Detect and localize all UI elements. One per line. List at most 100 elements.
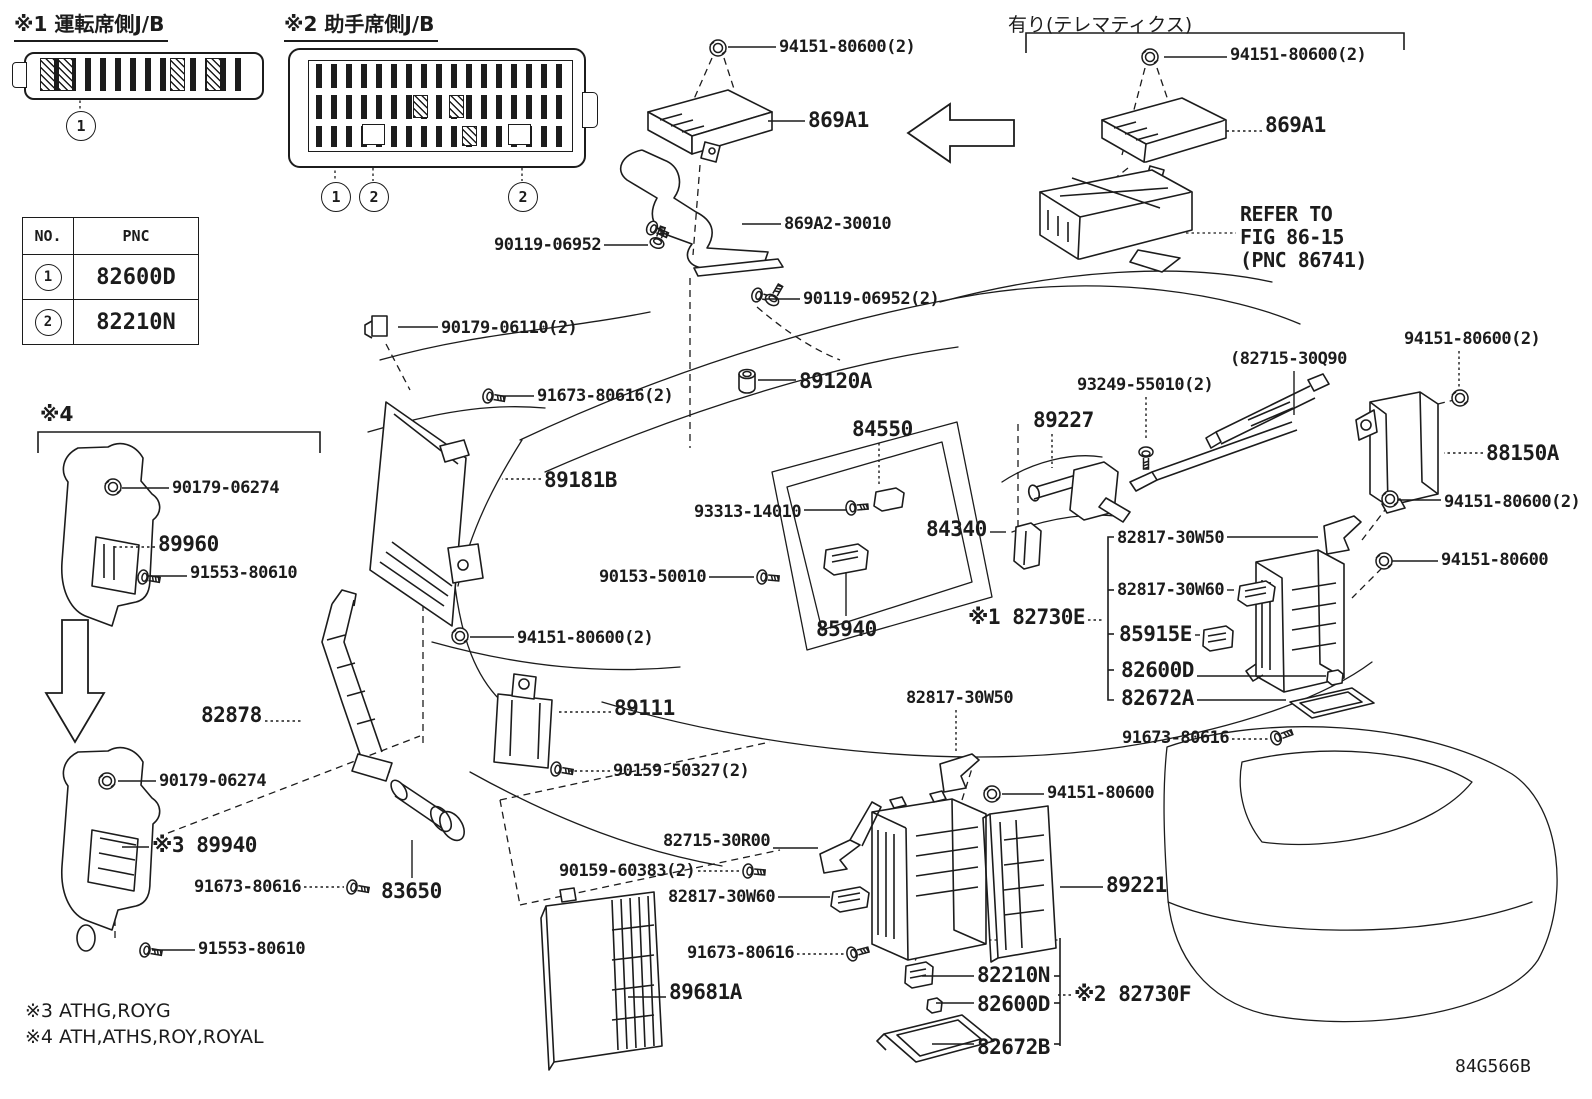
part-label: 89181B — [544, 468, 617, 492]
part-label: 93249-55010(2) — [1077, 375, 1214, 395]
part-label: 89960 — [158, 532, 219, 556]
part-label: 91553-80610 — [198, 939, 306, 959]
part-label: 93313-14010 — [694, 502, 802, 522]
part-label: 90179-06110(2) — [441, 318, 578, 338]
screw-icon — [742, 863, 766, 879]
part-label: 91673-80616 — [687, 943, 795, 963]
part-label: 82817-30W50 — [906, 688, 1014, 708]
callout-circle-2: 2 — [508, 182, 538, 212]
screw-icon — [645, 220, 670, 239]
terminal-slot — [508, 124, 531, 145]
part-label: 82878 — [201, 703, 262, 727]
row-callout: 2 — [34, 308, 62, 336]
screw-icon — [756, 569, 780, 585]
part-label: 94151-80600(2) — [779, 37, 916, 57]
part-label: 82600D — [1121, 658, 1194, 682]
nut-icon — [1141, 48, 1159, 66]
part-label: 94151-80600 — [1047, 783, 1155, 803]
part-label: 89120A — [799, 369, 872, 393]
part-label: 89681A — [669, 980, 742, 1004]
terminal-hatched — [58, 58, 73, 91]
part-label: 90179-06274 — [172, 478, 280, 498]
screw-icon — [482, 388, 507, 404]
part-label: 869A1 — [1265, 113, 1326, 137]
screw-icon — [649, 225, 667, 250]
part-label: 83650 — [381, 879, 442, 903]
part-label: 94151-80600 — [1441, 550, 1549, 570]
part-label: ※1 82730E — [968, 605, 1086, 629]
table-header-pnc: PNC — [73, 217, 199, 255]
screw-icon — [137, 569, 162, 585]
nut-icon — [1375, 552, 1393, 570]
part-label: 94151-80600(2) — [1230, 45, 1367, 65]
footnote-4: ※4 ATH,ATHS,ROY,ROYAL — [25, 1026, 264, 1048]
callout-circle-2: 2 — [359, 182, 389, 212]
screw-icon — [846, 946, 870, 962]
table-header-no: NO. — [22, 217, 74, 255]
screw-icon — [764, 283, 784, 307]
table-row: 1 82600D — [22, 254, 199, 300]
part-label: 89111 — [614, 696, 675, 720]
part-label: 85915E — [1119, 622, 1192, 646]
pnc-value: 82210N — [73, 299, 199, 345]
nut-icon — [983, 785, 1001, 803]
section-driver-jb-title: ※1 運転席側J/B — [14, 8, 169, 42]
passenger-jb-terminals-row2 — [316, 95, 566, 119]
callout-circle-1: 1 — [66, 111, 96, 141]
part-label: 89221 — [1106, 873, 1167, 897]
part-label: 88150A — [1486, 441, 1559, 465]
nut-icon — [104, 478, 122, 496]
diagram-id: 84G566B — [1455, 1056, 1531, 1077]
part-label: 84340 — [926, 517, 987, 541]
terminal-hatched — [462, 126, 477, 146]
terminal-hatched — [170, 58, 185, 91]
section-passenger-jb-title: ※2 助手席側J/B — [284, 8, 439, 42]
part-label: ※2 82730F — [1074, 982, 1192, 1006]
part-label: 91673-80616(2) — [537, 386, 674, 406]
part-label: 94151-80600(2) — [1444, 492, 1581, 512]
passenger-jb-tab — [582, 92, 598, 128]
terminal-hatched — [206, 58, 221, 91]
nut-icon — [1451, 389, 1469, 407]
part-label: 89227 — [1033, 408, 1094, 432]
part-label: 90159-50327(2) — [613, 761, 750, 781]
part-label: 869A1 — [808, 108, 869, 132]
terminal-hatched — [413, 95, 428, 118]
screw-icon — [1269, 728, 1294, 746]
part-label: 82817-30W50 — [1117, 528, 1225, 548]
passenger-jb-terminals-row1 — [316, 64, 566, 88]
nut-icon — [709, 39, 727, 57]
part-label: 90119-06952 — [494, 235, 602, 255]
part-label: 82715-30R00 — [663, 831, 771, 851]
screw-icon — [346, 879, 371, 895]
terminal-hatched — [449, 95, 464, 118]
part-label: 90119-06952(2) — [803, 289, 940, 309]
part-label: 94151-80600(2) — [517, 628, 654, 648]
arrow-down-icon — [44, 619, 106, 744]
part-label: 82817-30W60 — [1117, 580, 1225, 600]
terminal-slot — [362, 124, 385, 145]
screw-icon — [139, 942, 164, 958]
part-label: 85940 — [816, 617, 877, 641]
part-label: (82715-30Q90 — [1230, 349, 1347, 369]
screw-icon — [751, 287, 775, 303]
part-label: 84550 — [852, 417, 913, 441]
part-label: 91553-80610 — [190, 563, 298, 583]
part-label: 91673-80616 — [194, 877, 302, 897]
part-label: 91673-80616 — [1122, 728, 1230, 748]
part-label: 90179-06274 — [159, 771, 267, 791]
note4-marker: ※4 — [40, 402, 74, 426]
part-label: ※3 89940 — [152, 833, 257, 857]
part-label: 90159-60383(2) — [559, 861, 696, 881]
row-callout: 1 — [34, 263, 62, 291]
nut-icon — [98, 772, 116, 790]
nut-icon — [1381, 490, 1399, 508]
part-label: 82210N — [977, 963, 1050, 987]
pnc-value: 82600D — [73, 254, 199, 300]
screw-icon — [550, 761, 575, 777]
terminal-hatched — [40, 58, 55, 91]
telematics-note: 有り(テレマティクス) — [1008, 14, 1193, 36]
pnc-table: NO. PNC 1 82600D 2 82210N — [22, 217, 199, 345]
